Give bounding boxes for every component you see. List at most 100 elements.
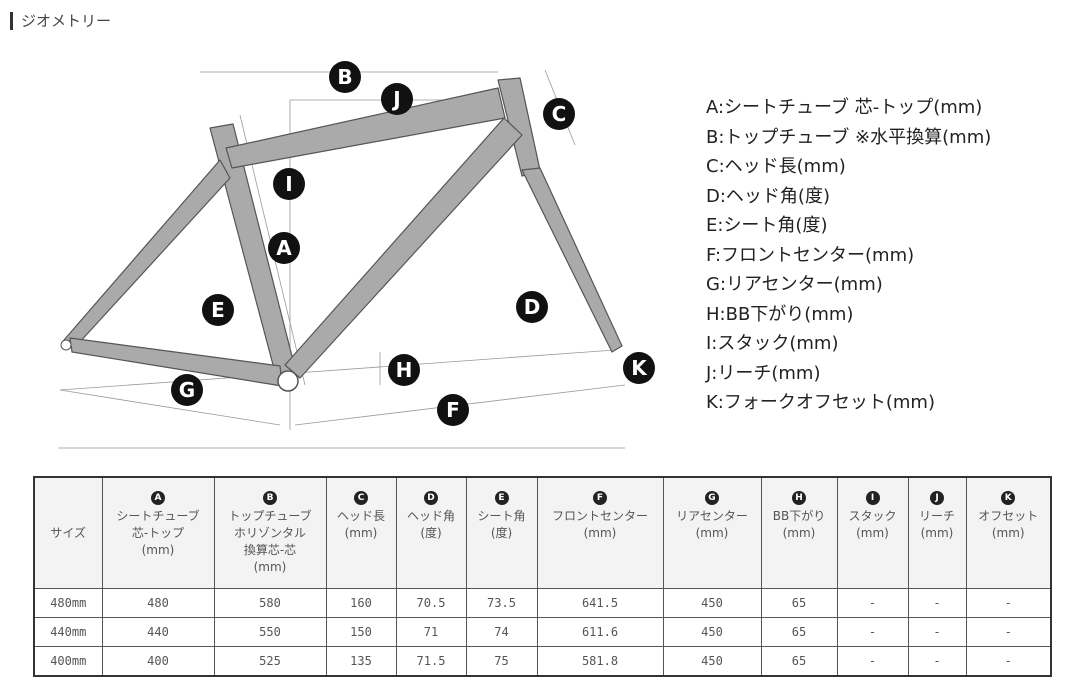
- label-A: A: [268, 232, 300, 264]
- size-cell: 400mm: [33, 646, 103, 677]
- label-H: H: [388, 354, 420, 386]
- title-text: ジオメトリー: [21, 12, 112, 30]
- header-label: BB下がり (mm): [772, 509, 826, 540]
- section-title: ジオメトリー: [10, 10, 111, 31]
- table-cell: 71.5: [395, 646, 467, 677]
- table-cell: -: [907, 617, 967, 647]
- legend-item: D:ヘッド角(度): [706, 185, 830, 207]
- header-label: スタック (mm): [848, 509, 897, 540]
- svg-text:F: F: [446, 398, 460, 422]
- header-label: シート角 (度): [477, 509, 526, 540]
- label-B: B: [329, 61, 361, 93]
- table-cell: -: [836, 588, 909, 618]
- table-cell: -: [907, 646, 967, 677]
- legend-item: J:リーチ(mm): [706, 362, 821, 384]
- table-cell: 480: [101, 588, 215, 618]
- table-cell: 581.8: [536, 646, 664, 677]
- header-e: E シート角 (度): [465, 476, 538, 589]
- table-cell: 400: [101, 646, 215, 677]
- label-G: G: [171, 374, 203, 406]
- header-g: G リアセンター (mm): [662, 476, 762, 589]
- header-label: ヘッド長 (mm): [336, 509, 385, 540]
- header-label: シートチューブ 芯-トップ (mm): [116, 509, 200, 557]
- table-cell: 550: [213, 617, 327, 647]
- header-d: D ヘッド角 (度): [395, 476, 467, 589]
- table-cell: 641.5: [536, 588, 664, 618]
- legend-item: H:BB下がり(mm): [706, 303, 854, 325]
- badge-icon: E: [494, 491, 509, 505]
- table-cell: -: [907, 588, 967, 618]
- svg-text:E: E: [211, 298, 225, 322]
- header-label: フロントセンター (mm): [551, 509, 648, 540]
- table-cell: 150: [325, 617, 397, 647]
- table-cell: 74: [465, 617, 538, 647]
- label-C: C: [543, 98, 575, 130]
- table-cell: 71: [395, 617, 467, 647]
- table-cell: -: [965, 588, 1052, 618]
- badge-icon: G: [705, 491, 719, 505]
- header-a: A シートチューブ 芯-トップ (mm): [101, 476, 215, 589]
- badge-icon: A: [151, 491, 165, 505]
- header-label: リーチ (mm): [918, 509, 955, 540]
- legend-item: F:フロントセンター(mm): [706, 244, 915, 266]
- label-D: D: [516, 291, 548, 323]
- table-cell: -: [965, 617, 1052, 647]
- header-label: リアセンター (mm): [676, 509, 748, 540]
- label-K: K: [623, 352, 655, 384]
- legend-item: E:シート角(度): [706, 215, 828, 236]
- legend-item: B:トップチューブ ※水平換算(mm): [706, 126, 992, 148]
- legend-item: G:リアセンター(mm): [706, 274, 883, 295]
- header-b: B トップチューブ ホリゾンタル 換算芯-芯 (mm): [213, 476, 327, 589]
- header-f: F フロントセンター (mm): [536, 476, 664, 589]
- legend: A:シートチューブ 芯-トップ(mm) B:トップチューブ ※水平換算(mm) …: [706, 93, 991, 418]
- header-size: サイズ: [33, 476, 103, 589]
- header-label: オフセット (mm): [978, 509, 1039, 540]
- header-h: H BB下がり (mm): [760, 476, 838, 589]
- table-cell: 580: [213, 588, 327, 618]
- table-cell: -: [965, 646, 1052, 677]
- title-bar: [10, 11, 13, 30]
- table-cell: 450: [662, 646, 762, 677]
- table-cell: 440: [101, 617, 215, 647]
- badge-icon: F: [593, 491, 607, 505]
- table-cell: 75: [465, 646, 538, 677]
- svg-text:D: D: [524, 295, 541, 319]
- table-cell: -: [836, 617, 909, 647]
- size-cell: 440mm: [33, 617, 103, 647]
- label-I: I: [273, 168, 305, 200]
- svg-text:H: H: [396, 358, 413, 382]
- legend-item: I:スタック(mm): [706, 333, 839, 354]
- header-j: J リーチ (mm): [907, 476, 967, 589]
- header-c: C ヘッド長 (mm): [325, 476, 397, 589]
- table-cell: 450: [662, 588, 762, 618]
- table-cell: 70.5: [395, 588, 467, 618]
- svg-text:I: I: [285, 172, 292, 196]
- legend-item: K:フォークオフセット(mm): [706, 392, 935, 413]
- header-label: ヘッド角 (度): [406, 509, 455, 540]
- svg-text:C: C: [552, 102, 567, 126]
- table-cell: 65: [760, 588, 838, 618]
- table-cell: -: [836, 646, 909, 677]
- badge-icon: B: [263, 491, 277, 505]
- badge-icon: D: [424, 491, 438, 505]
- label-F: F: [437, 394, 469, 426]
- size-cell: 480mm: [33, 588, 103, 618]
- badge-icon: C: [354, 491, 368, 505]
- legend-item: A:シートチューブ 芯-トップ(mm): [706, 97, 983, 118]
- table-cell: 135: [325, 646, 397, 677]
- table-cell: 450: [662, 617, 762, 647]
- badge-icon: J: [930, 491, 944, 505]
- table-cell: 65: [760, 617, 838, 647]
- svg-text:J: J: [391, 87, 400, 111]
- header-label: トップチューブ ホリゾンタル 換算芯-芯 (mm): [228, 509, 312, 574]
- svg-text:A: A: [276, 236, 292, 260]
- svg-text:K: K: [631, 356, 648, 380]
- table-cell: 73.5: [465, 588, 538, 618]
- badge-icon: H: [792, 491, 806, 505]
- geometry-table: サイズ A シートチューブ 芯-トップ (mm) B トップチューブ ホリゾンタル 換算…: [33, 476, 1052, 677]
- table-cell: 525: [213, 646, 327, 677]
